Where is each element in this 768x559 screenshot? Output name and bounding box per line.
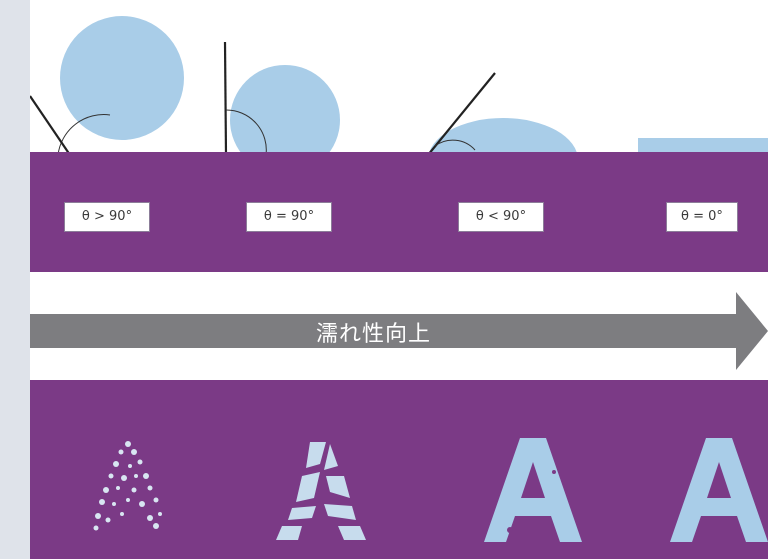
letter-dotted bbox=[93, 441, 162, 531]
droplet-neutral bbox=[230, 65, 340, 160]
angle-label-greater-90: θ > 90° bbox=[64, 202, 150, 232]
tangent-line-3 bbox=[427, 72, 496, 156]
letter-samples-panel bbox=[30, 380, 768, 559]
angle-label-less-90: θ < 90° bbox=[458, 202, 544, 232]
wettability-diagram: θ > 90° θ = 90° θ < 90° θ = 0° 濡れ性向上 bbox=[30, 0, 768, 559]
droplets-layer bbox=[30, 16, 768, 160]
letter-fragmented bbox=[276, 442, 366, 540]
contact-angle-arc-1 bbox=[57, 114, 111, 156]
contact-angle-arc-3 bbox=[434, 139, 476, 151]
letter-filled bbox=[484, 438, 582, 542]
droplet-hydrophilic bbox=[428, 118, 578, 160]
letter-solid bbox=[670, 438, 768, 542]
tangent-line-1 bbox=[30, 95, 71, 156]
angle-label-equal-90: θ = 90° bbox=[246, 202, 332, 232]
tangent-line-2 bbox=[223, 41, 228, 156]
arrow-label: 濡れ性向上 bbox=[316, 322, 432, 347]
surface-band bbox=[30, 152, 768, 272]
wettability-arrow bbox=[30, 292, 768, 370]
droplet-hydrophobic bbox=[60, 16, 184, 140]
angle-label-zero: θ = 0° bbox=[666, 202, 738, 232]
contact-angle-arc-2 bbox=[225, 109, 267, 156]
water-film bbox=[638, 138, 768, 156]
